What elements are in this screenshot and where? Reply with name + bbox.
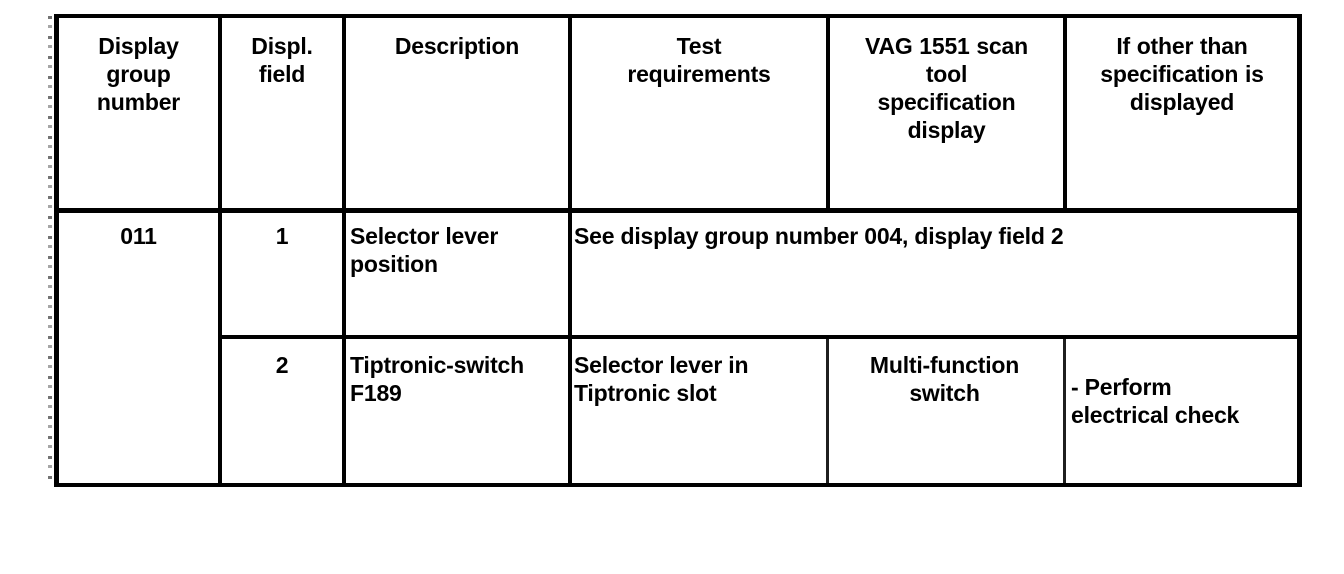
cell-test-requirements-row2: Selector lever in Tiptronic slot [574, 351, 822, 407]
cell-display-group-number-row1: 011 [59, 222, 218, 250]
header-test-requirements: Test requirements [572, 32, 826, 88]
cell-line: See display group number 004, display fi… [574, 223, 1064, 249]
cell-line: Selector lever in [574, 352, 749, 378]
header-description: Description [346, 32, 568, 60]
column-rule-5-header [1063, 16, 1067, 210]
cell-display-field-row1: 1 [222, 222, 342, 250]
column-rule-1-header [218, 16, 222, 210]
cell-merged-note-row1: See display group number 004, display fi… [574, 222, 1290, 250]
column-rule-3-body [568, 211, 572, 485]
cell-line: position [350, 251, 438, 278]
cell-description-row1: Selector lever position [350, 222, 564, 278]
cell-line: Selector lever [350, 223, 499, 249]
cell-description-row2: Tiptronic-switch F189 [350, 351, 564, 407]
header-display-field: Displ. field [222, 32, 342, 88]
header-line: specification [877, 89, 1016, 116]
table-border-left [54, 14, 59, 487]
header-line: requirements [627, 61, 771, 88]
cell-scan-tool-specification-row2: Multi-function switch [830, 351, 1059, 407]
cell-line: Tiptronic slot [574, 380, 717, 407]
column-rule-1-body [218, 211, 222, 485]
header-line: number [96, 89, 181, 116]
cell-line: Multi-function [869, 352, 1020, 378]
cell-line: - Perform [1071, 374, 1172, 400]
column-rule-4-header [826, 16, 830, 210]
header-line: Description [394, 33, 520, 59]
header-line: field [258, 61, 306, 88]
scan-edge-artifact [48, 16, 52, 484]
cell-line: F189 [350, 380, 402, 407]
column-rule-3-header [568, 16, 572, 210]
table-border-right [1297, 14, 1302, 487]
header-line: group [106, 61, 171, 88]
header-line: Test [676, 33, 722, 59]
cell-line: 2 [275, 352, 289, 378]
header-line: tool [925, 61, 968, 88]
header-scan-tool-specification-display: VAG 1551 scan tool specification display [830, 32, 1063, 144]
header-divider-rule [54, 208, 1302, 213]
header-line: Display [98, 33, 179, 59]
column-rule-5-row2 [1063, 339, 1066, 485]
cell-line: 011 [120, 223, 157, 249]
row-divider-rule [218, 335, 1302, 339]
cell-line: switch [909, 380, 980, 407]
cell-if-other-than-specification-row2: - Perform electrical check [1071, 373, 1293, 429]
table-border-top [54, 14, 1302, 18]
header-line: VAG 1551 scan [865, 33, 1028, 59]
header-line: Displ. [251, 33, 313, 59]
column-rule-2-header [342, 16, 346, 210]
display-group-table: Display group number Displ. field Descri… [54, 14, 1302, 487]
cell-line: Tiptronic-switch [350, 352, 524, 378]
header-display-group-number: Display group number [59, 32, 218, 116]
header-line: display [907, 117, 986, 144]
cell-display-field-row2: 2 [222, 351, 342, 379]
header-line: specification is [1100, 61, 1264, 88]
column-rule-4-row2 [826, 339, 829, 485]
header-if-other-than-specification: If other than specification is displayed [1067, 32, 1297, 116]
table-border-bottom [54, 483, 1302, 487]
column-rule-2-body [342, 211, 346, 485]
cell-line: 1 [275, 223, 289, 249]
cell-line: electrical check [1071, 402, 1240, 429]
header-line: displayed [1129, 89, 1235, 116]
header-line: If other than [1116, 33, 1248, 59]
